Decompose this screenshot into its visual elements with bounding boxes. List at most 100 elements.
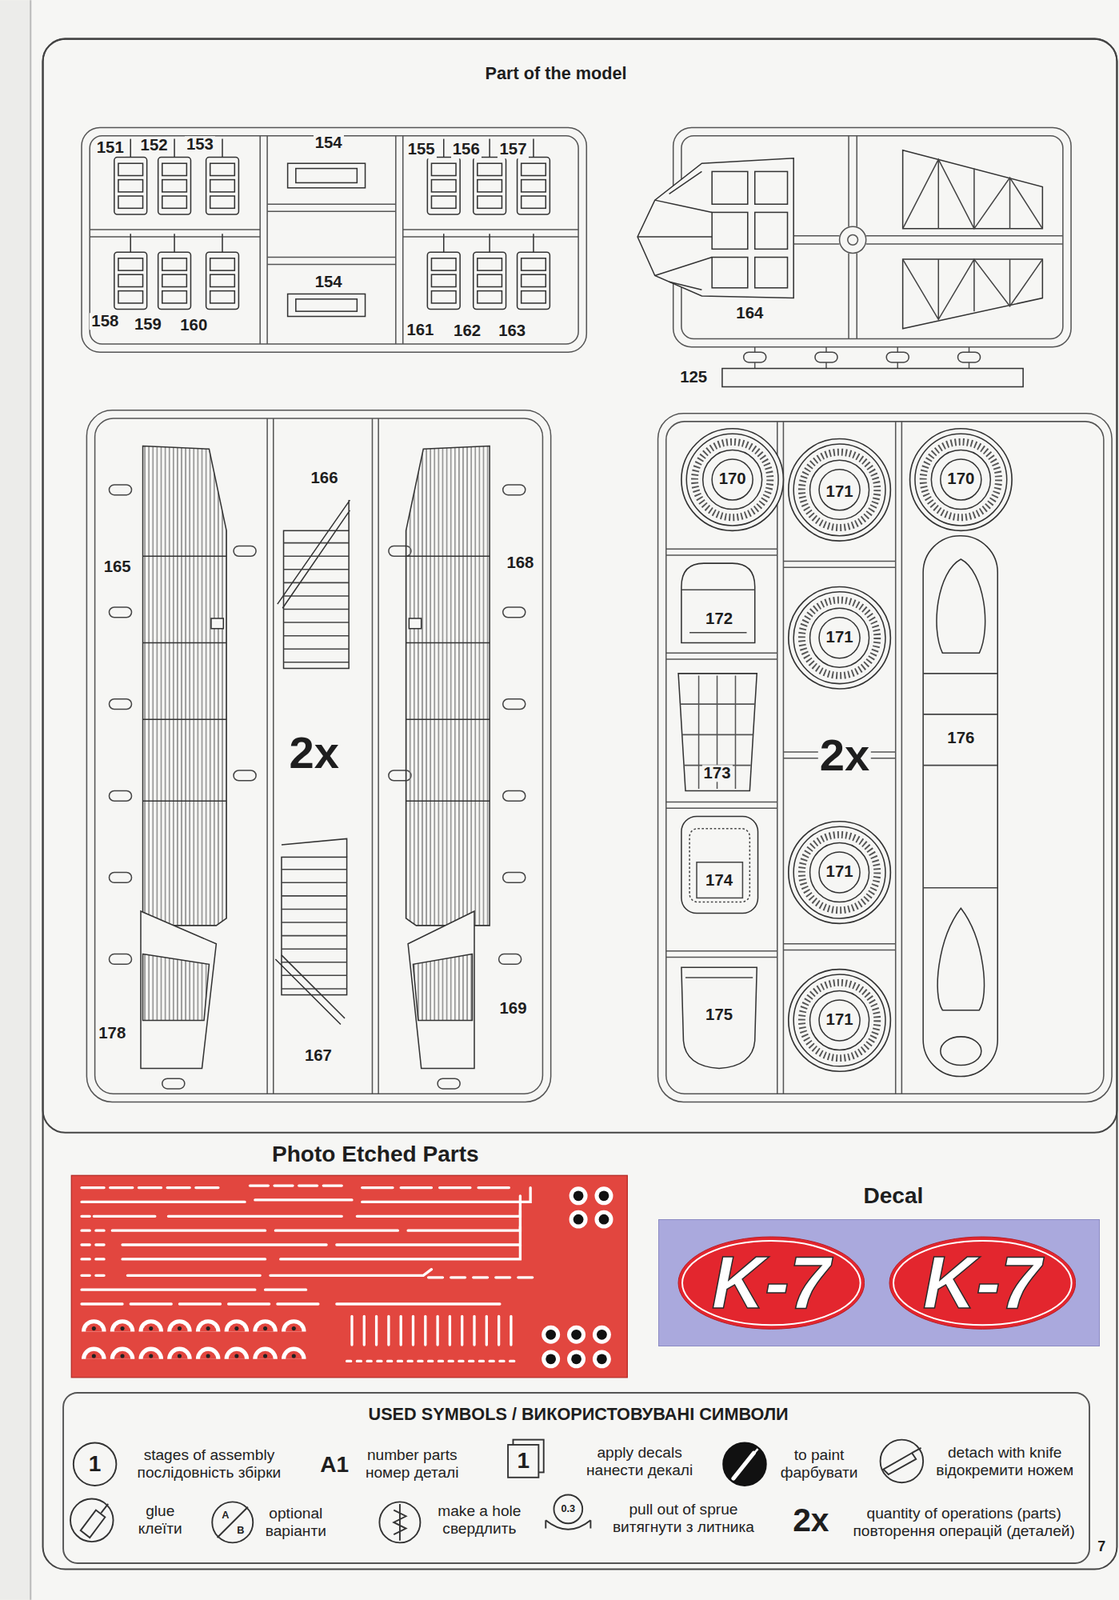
sprue-d [788, 821, 892, 924]
part-number: 168 [504, 554, 536, 572]
symbol-legend [545, 1519, 591, 1529]
sprue-d [783, 560, 896, 563]
etched-fret [594, 1186, 613, 1205]
etched-fret [351, 1315, 512, 1345]
sprue-d [666, 801, 778, 804]
sprue-b [903, 259, 1044, 320]
symbol-legend [751, 1448, 759, 1457]
legend-entry: quantity of operations (parts) повторенн… [841, 1504, 1087, 1540]
sprue-b [743, 351, 767, 363]
etched-fret [138, 1318, 164, 1331]
part-number: 155 [406, 141, 437, 159]
sprue-d [689, 828, 750, 903]
section-heading: Photo Etched Parts [271, 1141, 480, 1167]
symbol-text: 1 [515, 1448, 532, 1472]
part-number: 151 [95, 139, 126, 156]
sprue-c [108, 954, 132, 965]
part-number: 152 [139, 137, 170, 155]
sprue-c [143, 445, 228, 925]
part-number: 153 [184, 135, 216, 153]
page-title: Part of the model [483, 63, 629, 83]
symbol-text: 1 [87, 1451, 104, 1475]
etched-fret [81, 1185, 509, 1188]
sprue-a [295, 299, 358, 312]
sprue-d [666, 421, 1104, 1094]
sprue-c [371, 418, 374, 1094]
part-number: 125 [678, 368, 709, 386]
sprue-d [783, 949, 896, 952]
sprue-d [685, 976, 753, 979]
sprue-a [403, 235, 579, 238]
etched-fret [71, 1174, 628, 1378]
part-number: 160 [178, 316, 209, 334]
sprue-a [267, 256, 396, 259]
etched-fret [167, 1346, 192, 1359]
decal-oval: K-7 [888, 1235, 1077, 1330]
etched-fret: Photo Etched Parts [71, 1174, 628, 1378]
sprue-d [681, 563, 756, 643]
part-number: 159 [132, 315, 164, 333]
etched-fret [138, 1346, 164, 1359]
part-number: 169 [497, 1000, 528, 1018]
etched-fret [592, 1349, 612, 1368]
sprue-c [211, 618, 224, 629]
symbol-legend [880, 1439, 924, 1483]
sprue-a [287, 163, 366, 188]
sprue-d [666, 652, 778, 655]
etched-fret [71, 1174, 628, 1378]
sprue-c [503, 484, 526, 496]
part-number: 163 [496, 323, 528, 340]
sprue-d [696, 862, 743, 899]
sprue-a [206, 233, 240, 309]
part-number: 162 [451, 323, 483, 340]
oval-inner-rim [682, 1240, 861, 1325]
sprue-d [776, 421, 779, 1094]
sprue-d [681, 589, 756, 633]
page-frame [43, 39, 1118, 1133]
sprue-b [755, 211, 788, 249]
sprue-c [143, 954, 210, 1021]
part-number: 171 [824, 1011, 856, 1029]
sprue-d [681, 815, 759, 913]
sprue-c [407, 911, 475, 1068]
etched-fret [110, 1346, 136, 1359]
sprue-b [847, 135, 850, 228]
symbol-legend [507, 1444, 539, 1478]
legend-heading: USED SYMBOLS / ВИКОРИСТОВУВАНІ СИМВОЛИ [366, 1404, 790, 1423]
etched-fret [81, 1210, 520, 1231]
etched-fret [594, 1210, 613, 1229]
sprue-a [267, 203, 396, 205]
sprue-b [855, 252, 858, 339]
etched-fret [81, 1302, 500, 1305]
sprue-c [503, 607, 526, 618]
sprue-d [923, 535, 998, 1077]
sprue-a [81, 127, 587, 353]
part-number: 154 [313, 274, 344, 292]
sprue-c [499, 954, 522, 965]
sprue-d [666, 950, 778, 952]
etched-fret [81, 1226, 520, 1245]
sprue-d [680, 675, 756, 789]
legend-entry: make a hole свердлить [425, 1502, 533, 1538]
quantity-mark: 2x [287, 729, 341, 777]
sprue-d [658, 413, 1113, 1103]
legend-entry: glue клеїти [123, 1502, 197, 1538]
sprue-b [903, 259, 1044, 329]
etched-fret [569, 1186, 588, 1205]
symbol-legend [73, 1442, 117, 1486]
symbol-legend [100, 1503, 108, 1513]
part-number: 166 [309, 469, 340, 487]
sprue-c [86, 410, 551, 1103]
sprue-a [81, 127, 587, 353]
sprue-b [903, 150, 1044, 229]
sprue-d [936, 559, 986, 653]
symbol-legend [553, 1494, 583, 1523]
part-number: 178 [96, 1024, 128, 1042]
sprue-a [158, 233, 192, 309]
sprue-c [503, 872, 526, 884]
oval-fill [678, 1236, 865, 1329]
sprue-a [517, 233, 551, 309]
part-number: 174 [703, 871, 735, 889]
sprue-b [755, 171, 788, 204]
